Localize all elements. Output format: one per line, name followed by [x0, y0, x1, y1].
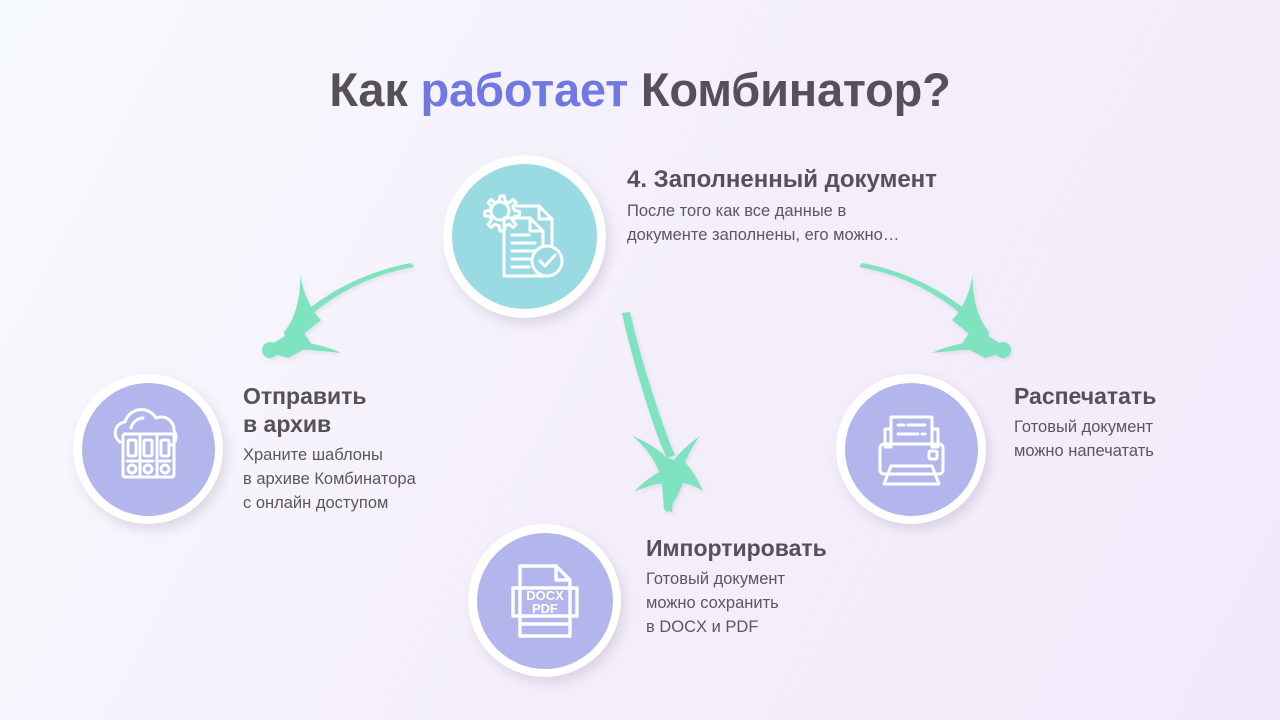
heading-import: Импортировать: [646, 535, 827, 561]
page-title-part-1: Как: [329, 63, 421, 116]
heading-filled-document: 4. Заполненный документ: [627, 166, 937, 193]
body-import: Готовый документ можно сохранить в DOCX …: [646, 570, 786, 636]
body-archive: Храните шаблоны в архиве Комбинатора с о…: [243, 446, 416, 512]
node-circle-print[interactable]: [836, 374, 986, 524]
page-title: Как работает Комбинатор?: [0, 62, 1280, 117]
node-disc-import: DOCX PDF: [476, 532, 613, 669]
node-disc-archive: [81, 382, 215, 516]
arrow-to-import-icon: [622, 312, 703, 513]
page-title-accent: работает: [420, 63, 629, 116]
docx-label: DOCX: [526, 588, 564, 603]
node-disc-filled-document: [452, 164, 597, 309]
body-print: Готовый документ можно напечатать: [1014, 418, 1154, 460]
arrow-to-archive-icon: [262, 263, 414, 358]
node-circle-archive[interactable]: [73, 374, 223, 524]
block-filled-document: 4. Заполненный документ После того как в…: [627, 165, 1027, 248]
block-archive: Отправить в архив Храните шаблоны в архи…: [243, 382, 493, 516]
document-gear-check-icon: [482, 194, 563, 277]
docx-pdf-file-icon: DOCX PDF: [510, 563, 579, 638]
arrow-to-print-icon: [859, 263, 1011, 358]
body-filled-document: После того как все данные в документе за…: [627, 202, 900, 245]
block-import: Импортировать Готовый документ можно сох…: [646, 534, 906, 640]
heading-print: Распечатать: [1014, 383, 1157, 409]
node-disc-print: [844, 382, 978, 516]
heading-archive: Отправить в архив: [243, 383, 367, 438]
printer-icon: [878, 415, 945, 486]
node-circle-import[interactable]: DOCX PDF: [468, 524, 621, 677]
page-title-part-2: Комбинатор?: [628, 63, 951, 116]
cloud-archive-binders-icon: [113, 408, 178, 479]
block-print: Распечатать Готовый документ можно напеч…: [1014, 382, 1244, 464]
node-circle-filled-document[interactable]: [443, 155, 606, 318]
pdf-label: PDF: [532, 601, 558, 616]
